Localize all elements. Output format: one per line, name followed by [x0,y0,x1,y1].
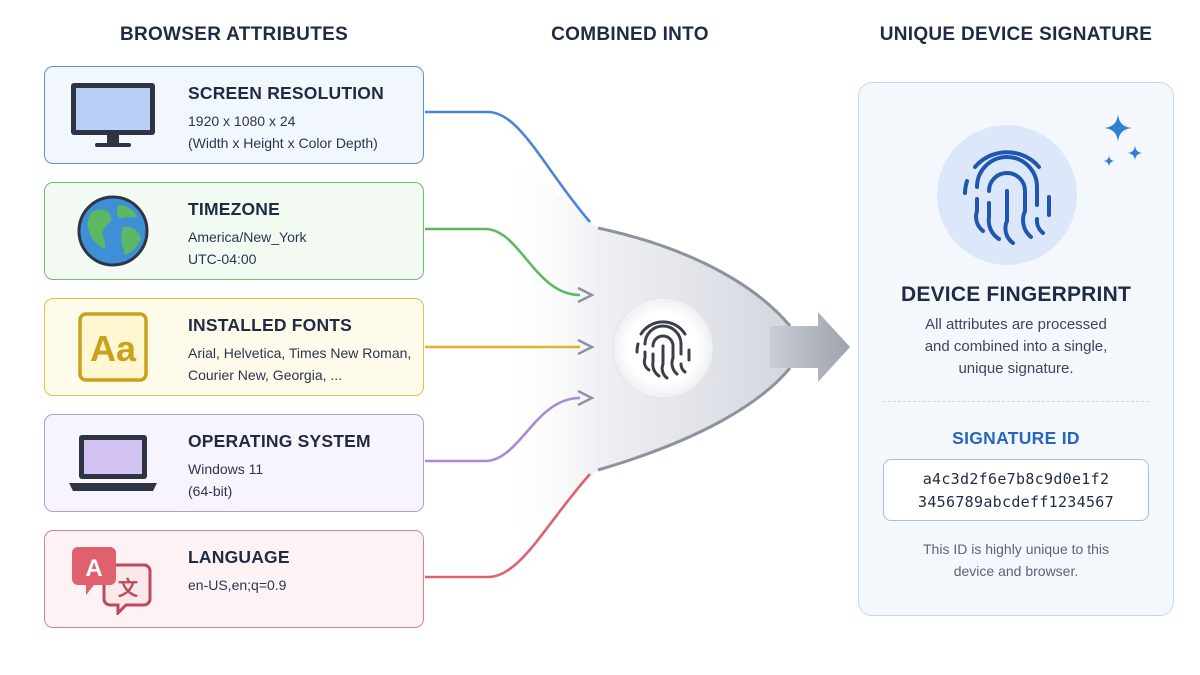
attribute-detail: UTC-04:00 [188,251,257,267]
fingerprint-description-line: and combined into a single, [924,338,1108,355]
connector-timezone [425,227,581,297]
attribute-card-installed-fonts: Aa INSTALLED FONTS Arial, Helvetica, Tim… [44,298,424,396]
header-combined-into: COMBINED INTO [551,24,709,45]
signature-note-line: device and browser. [953,563,1079,579]
output-arrow [770,312,850,382]
connector-os [425,396,581,463]
signature-note-line: This ID is highly unique to this [923,541,1109,557]
attribute-title: OPERATING SYSTEM [188,431,371,451]
signature-id-line: 3456789abcdeff1234567 [918,493,1114,511]
translate-icon: A 文 [63,543,163,615]
sparkle-icon [1103,155,1115,167]
device-fingerprint-title: DEVICE FINGERPRINT [901,283,1131,306]
divider [883,401,1149,402]
attribute-card-language: A 文 LANGUAGE en-US,en;q=0.9 [44,530,424,628]
attribute-title: LANGUAGE [188,547,290,567]
connector-fonts-arrowhead [577,338,595,356]
funnel-bottom-edge [597,367,792,472]
header-unique-device-signature: UNIQUE DEVICE SIGNATURE [879,24,1153,45]
fonts-icon: Aa [63,311,163,383]
signature-id-label: SIGNATURE ID [952,428,1080,448]
center-fingerprint-icon [635,320,691,380]
attribute-value: America/New_York [188,229,307,245]
attribute-value: 1920 x 1080 x 24 [188,113,296,129]
fingerprint-description-line: All attributes are processed [925,316,1107,333]
attribute-detail: (64-bit) [188,483,233,499]
header-browser-attributes: BROWSER ATTRIBUTES [119,24,349,45]
connector-screen [425,110,591,223]
fonts-icon-text: Aa [90,328,137,369]
attribute-value: Windows 11 [188,461,264,477]
globe-icon [63,195,163,267]
laptop-icon [63,427,163,499]
sparkle-icon [1104,114,1132,142]
attribute-title: SCREEN RESOLUTION [188,83,384,103]
attribute-value: Arial, Helvetica, Times New Roman, [188,345,412,361]
attribute-detail: (Width x Height x Color Depth) [188,135,378,151]
signature-id-box: a4c3d2f6e7b8c9d0e1f2 3456789abcdeff12345… [883,459,1149,521]
attribute-title: TIMEZONE [188,199,281,219]
attribute-value: en-US,en;q=0.9 [188,577,287,593]
translate-icon-letter: A [85,555,102,582]
attribute-card-timezone: TIMEZONE America/New_York UTC-04:00 [44,182,424,280]
monitor-icon [63,79,163,151]
attribute-title: INSTALLED FONTS [188,315,353,335]
fingerprint-description-line: unique signature. [958,360,1074,377]
funnel-top-edge [597,226,792,327]
signature-id-line: a4c3d2f6e7b8c9d0e1f2 [922,470,1110,488]
fingerprint-badge [937,125,1077,265]
attribute-card-screen-resolution: SCREEN RESOLUTION 1920 x 1080 x 24 (Widt… [44,66,424,164]
fingerprint-icon [963,150,1051,245]
connector-timezone-arrowhead [577,286,595,304]
connector-language [425,473,591,579]
translate-icon-glyph: 文 [118,576,139,600]
attribute-card-operating-system: OPERATING SYSTEM Windows 11 (64-bit) [44,414,424,512]
sparkle-icon [1127,145,1143,161]
attribute-detail: Courier New, Georgia, ... [188,367,343,383]
device-fingerprint-panel: DEVICE FINGERPRINT All attributes are pr… [858,82,1174,616]
connector-os-arrowhead [577,389,595,407]
